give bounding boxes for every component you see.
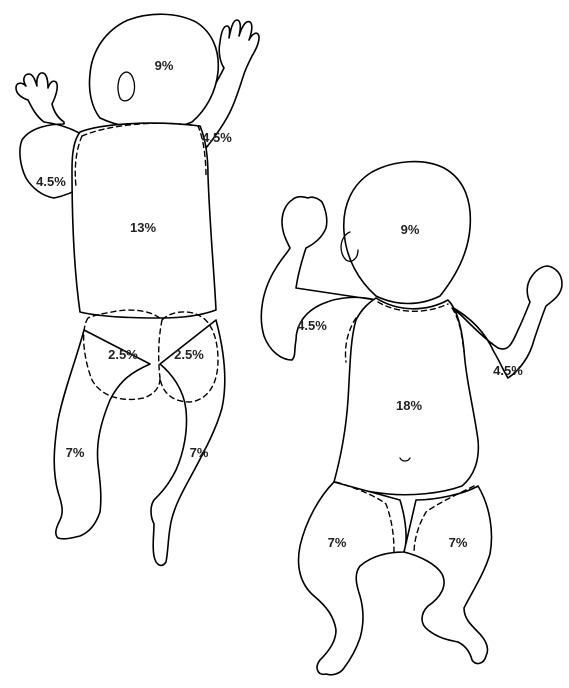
front-left-arm-label: 4.5% — [493, 363, 523, 378]
front-torso — [334, 298, 478, 495]
back-right-leg-label: 7% — [190, 445, 209, 460]
back-head-label: 9% — [155, 58, 174, 73]
front-right-leg-label: 7% — [328, 535, 347, 550]
front-head-label: 9% — [401, 222, 420, 237]
infant-front-view — [261, 162, 562, 675]
back-right-arm-label: 4.5% — [202, 130, 232, 145]
front-right-leg — [299, 482, 407, 675]
front-left-arm — [450, 266, 562, 378]
front-left-leg-label: 7% — [449, 535, 468, 550]
front-right-arm-label: 4.5% — [297, 318, 327, 333]
front-trunk-label: 18% — [396, 398, 422, 413]
back-left-arm-label: 4.5% — [36, 174, 66, 189]
infant-back-view — [16, 14, 259, 565]
back-left-leg-label: 7% — [66, 445, 85, 460]
back-buttock-split — [159, 320, 162, 378]
back-right-buttock-label: 2.5% — [174, 347, 204, 362]
front-left-leg — [404, 486, 492, 663]
back-left-buttock-label: 2.5% — [108, 347, 138, 362]
back-trunk-label: 13% — [130, 220, 156, 235]
